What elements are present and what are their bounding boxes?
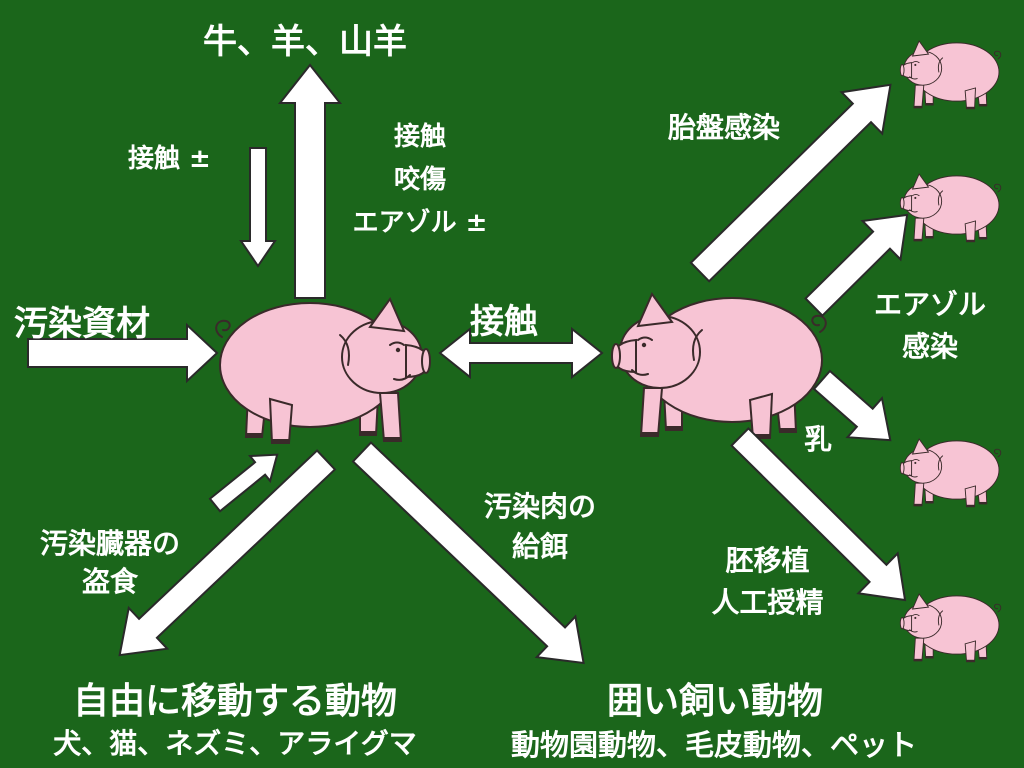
ruminants-title: 牛、羊、山羊 xyxy=(150,14,460,63)
ruminants-title-text: 牛、羊、山羊 xyxy=(203,22,407,62)
up-label-line: 接触 xyxy=(393,122,446,152)
aerosol-label: エアゾル 感染 xyxy=(860,284,1000,368)
arrow-aerosol xyxy=(804,213,909,317)
receiving-pig-icon xyxy=(611,293,827,440)
organ-theft-label: 汚染臓器の 盗食 xyxy=(20,525,200,601)
free-roaming-examples: 犬、猫、ネズミ、アライグマ xyxy=(30,722,440,762)
free-roaming-title: 自由に移動する動物 xyxy=(40,672,430,724)
embryo-pig-icon xyxy=(899,593,1002,663)
captive-title-text: 囲い飼い動物 xyxy=(606,681,823,722)
contaminated-material-label: 汚染資材 xyxy=(14,304,150,344)
up-arrow-label: 接触 咬傷 エアゾル ± xyxy=(330,116,510,245)
arrow-to-captive xyxy=(351,441,585,665)
free-roaming-examples-text: 犬、猫、ネズミ、アライグマ xyxy=(53,727,417,760)
arrow-from-ruminants xyxy=(239,147,277,268)
main-pig-icon xyxy=(215,298,431,445)
embryo-label-line: 人工授精 xyxy=(711,586,824,619)
arrow-embryo xyxy=(730,427,907,602)
organ-theft-line: 汚染臓器の xyxy=(39,527,180,560)
arrow-from-contaminated-material xyxy=(27,322,219,384)
embryo-label: 胚移植 人工授精 xyxy=(690,540,845,624)
milk-pig-icon xyxy=(899,438,1002,508)
embryo-label-line: 胚移植 xyxy=(725,544,810,577)
captive-title: 囲い飼い動物 xyxy=(590,672,840,724)
arrow-to-ruminants xyxy=(277,63,343,299)
organ-theft-line: 盗食 xyxy=(81,565,138,598)
meat-feeding-line: 汚染肉の xyxy=(483,490,596,523)
aerosol-pig-icon xyxy=(899,173,1002,243)
arrow-milk xyxy=(812,369,892,442)
down-arrow-label: 接触 ± xyxy=(128,144,211,174)
arrow-from-free-roaming xyxy=(208,453,279,513)
arrow-placental xyxy=(689,83,892,283)
contact-label: 接触 xyxy=(470,302,538,342)
arrow-to-free-roaming xyxy=(118,449,337,657)
free-roaming-title-text: 自由に移動する動物 xyxy=(72,681,397,722)
milk-label: 乳 xyxy=(804,423,833,456)
captive-examples-text: 動物園動物、毛皮動物、ペット xyxy=(510,728,917,762)
up-label-line: エアゾル ± xyxy=(352,208,488,238)
placental-label: 胎盤感染 xyxy=(668,111,781,144)
up-label-line: 咬傷 xyxy=(393,165,446,195)
double-arrow-contact xyxy=(438,326,604,380)
meat-feeding-label: 汚染肉の 給餌 xyxy=(460,487,620,567)
meat-feeding-line: 給餌 xyxy=(511,530,568,563)
aerosol-label-line: 感染 xyxy=(901,330,958,363)
placental-pig-icon xyxy=(899,40,1002,110)
captive-examples: 動物園動物、毛皮動物、ペット xyxy=(478,722,950,764)
aerosol-label-line: エアゾル xyxy=(873,288,986,321)
